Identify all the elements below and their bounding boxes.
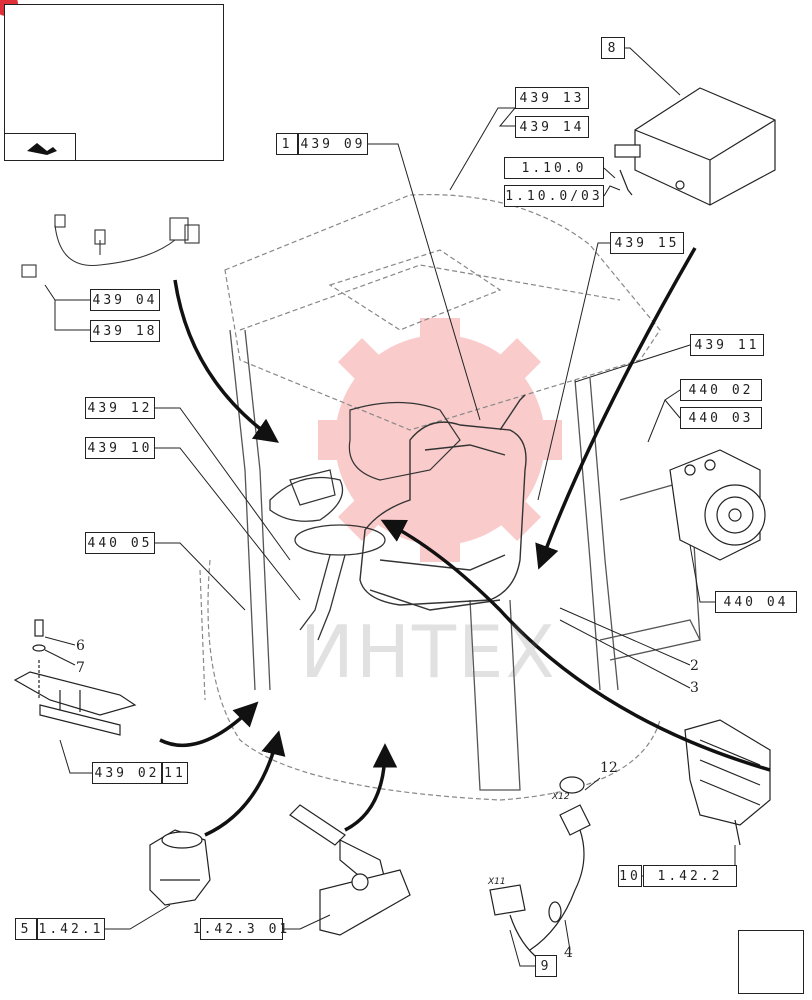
ref-440-02[interactable]: 440 02 bbox=[680, 379, 762, 401]
ref-439-15[interactable]: 439 15 bbox=[610, 232, 684, 254]
connector-x12-label: X12 bbox=[552, 792, 570, 802]
ref-439-04[interactable]: 439 04 bbox=[90, 289, 160, 311]
pedal-assembly bbox=[13, 619, 137, 736]
flow-arrows bbox=[159, 247, 771, 837]
book-arrow-icon bbox=[27, 143, 57, 155]
control-joystick bbox=[289, 804, 411, 936]
callout-2: 2 bbox=[690, 658, 699, 674]
watermark-text: ИНТЕХ bbox=[300, 610, 557, 694]
leader-lines bbox=[44, 47, 736, 967]
ref-439-11[interactable]: 439 11 bbox=[690, 334, 764, 356]
ref-439-02[interactable]: 439 02 bbox=[92, 762, 162, 784]
thumbnail-nav-tab[interactable] bbox=[4, 133, 76, 161]
ref-439-10[interactable]: 439 10 bbox=[85, 437, 155, 459]
ref-440-04[interactable]: 440 04 bbox=[715, 591, 797, 613]
connector-x11-label: X11 bbox=[488, 877, 506, 887]
ref-11[interactable]: 11 bbox=[162, 762, 188, 784]
ref-439-09[interactable]: 439 09 bbox=[298, 133, 368, 155]
ref-1-42-2[interactable]: 1.42.2 bbox=[643, 865, 737, 887]
ref-10[interactable]: 10 bbox=[618, 865, 642, 887]
callout-3: 3 bbox=[690, 680, 699, 696]
ref-5[interactable]: 5 bbox=[15, 918, 37, 940]
callout-7: 7 bbox=[76, 660, 85, 676]
switch-and-harness bbox=[489, 776, 591, 961]
operator-seat bbox=[359, 394, 527, 611]
ref-440-03[interactable]: 440 03 bbox=[680, 407, 762, 429]
ac-compressor bbox=[669, 449, 766, 561]
ref-439-18[interactable]: 439 18 bbox=[90, 320, 160, 342]
hydraulic-motor bbox=[149, 829, 211, 906]
roof-console bbox=[289, 401, 461, 506]
callout-6: 6 bbox=[76, 638, 85, 654]
wiring-harness-top bbox=[21, 214, 200, 278]
ref-1[interactable]: 1 bbox=[276, 133, 298, 155]
ref-1-10-0[interactable]: 1.10.0 bbox=[504, 157, 604, 179]
ref-1-42-3-01[interactable]: 1.42.3 01 bbox=[193, 918, 287, 940]
steering-column bbox=[269, 476, 386, 641]
ref-439-12[interactable]: 439 12 bbox=[85, 397, 155, 419]
ref-440-05[interactable]: 440 05 bbox=[85, 532, 155, 554]
ref-1-10-0-03[interactable]: 1.10.0/03 bbox=[504, 185, 604, 207]
ref-439-14[interactable]: 439 14 bbox=[515, 116, 589, 138]
valve-block bbox=[684, 719, 771, 846]
cab-outline bbox=[199, 193, 661, 801]
ref-439-13[interactable]: 439 13 bbox=[515, 87, 589, 109]
callout-12: 12 bbox=[600, 760, 618, 776]
next-page-button[interactable] bbox=[738, 930, 804, 994]
ref-9[interactable]: 9 bbox=[535, 955, 557, 977]
ref-1-42-1[interactable]: 1.42.1 bbox=[37, 918, 105, 940]
ref-8[interactable]: 8 bbox=[601, 37, 625, 59]
ac-unit bbox=[614, 87, 776, 206]
callout-4: 4 bbox=[564, 945, 573, 961]
